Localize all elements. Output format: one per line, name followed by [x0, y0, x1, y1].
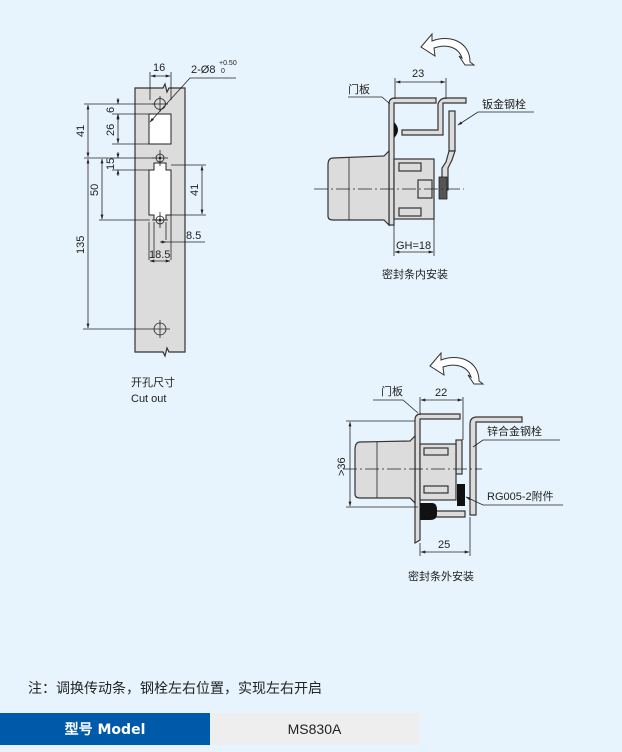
dim-6: 6: [105, 107, 117, 113]
cutout-caption-cn: 开孔尺寸: [131, 375, 175, 389]
outer-install-drawing: 22 门板 锌合金钢栓 RG005-2附件 >36 25 密封条外安装: [336, 351, 563, 583]
dim-23: 23: [412, 68, 424, 80]
outer-install-caption: 密封条外安装: [408, 569, 474, 583]
dim-25: 25: [438, 539, 450, 551]
dim-width-16: 16: [153, 62, 165, 74]
lock-slot: [148, 162, 172, 221]
dim-tol-lower: 0: [221, 68, 225, 75]
model-value-cell: MS830A: [210, 713, 419, 745]
lock-knob: [354, 434, 416, 505]
dim-18-5: 18.5: [149, 249, 170, 261]
inner-install-drawing: 23 门板 钣金钢栓 GH=18 密封条内安装: [314, 32, 534, 281]
dim-gt-36: >36: [336, 457, 348, 476]
label-door-panel: 门板: [381, 384, 403, 398]
dim-hole-dia: 2-Ø8: [191, 64, 215, 76]
dim-41-left: 41: [75, 125, 87, 137]
dim-8-5: 8.5: [186, 230, 201, 242]
dim-50: 50: [89, 184, 101, 196]
label-zinc-alloy-bolt: 锌合金钢栓: [487, 424, 542, 438]
upper-slot: [148, 113, 172, 145]
inner-install-caption: 密封条内安装: [382, 267, 448, 281]
door-panel: [414, 413, 461, 545]
label-rg005-accessory: RG005-2附件: [487, 489, 554, 503]
zinc-alloy-bolt: [469, 416, 523, 516]
dim-15: 15: [105, 158, 117, 170]
lock-knob: [327, 149, 390, 227]
rotate-arrow-icon: [429, 351, 485, 385]
dim-26: 26: [105, 124, 117, 136]
label-sheet-metal-bolt: 钣金钢栓: [482, 97, 526, 111]
dim-41-right: 41: [189, 184, 201, 196]
dim-tol-upper: +0.50: [219, 60, 237, 67]
model-label-cell: 型号 Model: [0, 713, 210, 745]
spec-table: 型号 Model MS830A: [0, 713, 419, 745]
cutout-drawing: 16 2-Ø8 +0.50 0 6 26 41 15 50 135 41: [75, 60, 237, 405]
cutout-caption-en: Cut out: [131, 393, 166, 405]
steel-bolt: [448, 110, 456, 152]
label-door-panel: 门板: [348, 82, 370, 96]
dim-22: 22: [435, 387, 447, 399]
dim-gh-18: GH=18: [396, 240, 431, 252]
installation-note: 注：调换传动条，钢栓左右位置，实现左右开启: [28, 681, 322, 697]
bracket: [401, 97, 467, 136]
rotate-arrow-icon: [420, 32, 476, 66]
dim-135: 135: [75, 236, 87, 254]
